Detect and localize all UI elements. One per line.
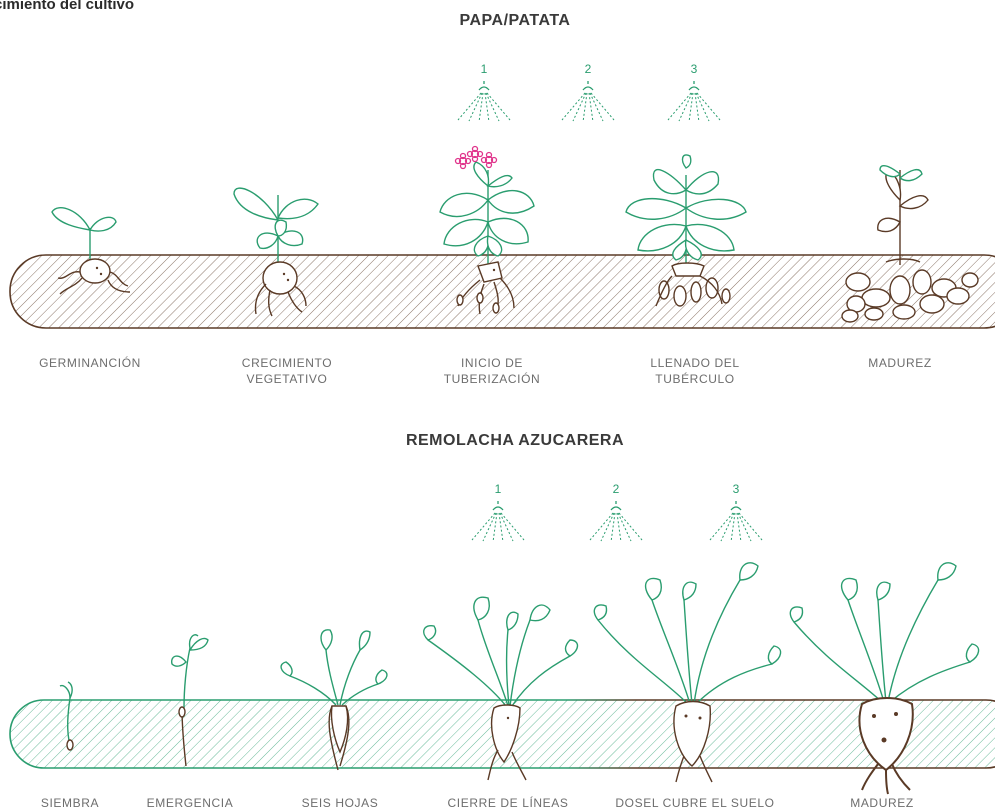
potato-spray-3: 3 xyxy=(668,62,720,122)
beet-spray-number-1: 1 xyxy=(495,482,502,496)
beet-stage-six-leaves: SEIS HOJAS xyxy=(302,795,379,811)
beet-spray-number-2: 2 xyxy=(613,482,620,496)
beet-stage-sowing: SIEMBRA xyxy=(41,795,99,811)
beet-spray-1: 1 xyxy=(472,482,524,542)
potato-stage-germination: GERMINANCIÓN xyxy=(39,355,141,371)
potato-stage-vegetative: CRECIMIENTO VEGETATIVO xyxy=(242,355,332,387)
potato-spray-1: 1 xyxy=(458,62,510,122)
beet-stage-canopy: DOSEL CUBRE EL SUELO xyxy=(615,795,774,811)
potato-spray-number-3: 3 xyxy=(691,62,698,76)
beet-spray-number-3: 3 xyxy=(733,482,740,496)
potato-stage-tuber-initiation: INICIO DE TUBERIZACIÓN xyxy=(444,355,541,387)
beet-stage-emergence: EMERGENCIA xyxy=(147,795,234,811)
potato-spray-2: 2 xyxy=(562,62,614,122)
potato-stage-tuber-bulking: LLENADO DEL TUBÉRCULO xyxy=(650,355,739,387)
potato-spray-number-2: 2 xyxy=(585,62,592,76)
beet-spray-2: 2 xyxy=(590,482,642,542)
beet-spray-3: 3 xyxy=(710,482,762,542)
beet-stage-maturity: MADUREZ xyxy=(850,795,914,811)
potato-spray-number-1: 1 xyxy=(481,62,488,76)
potato-stage-maturity: MADUREZ xyxy=(868,355,932,371)
beet-stage-row-closure: CIERRE DE LÍNEAS xyxy=(448,795,569,811)
